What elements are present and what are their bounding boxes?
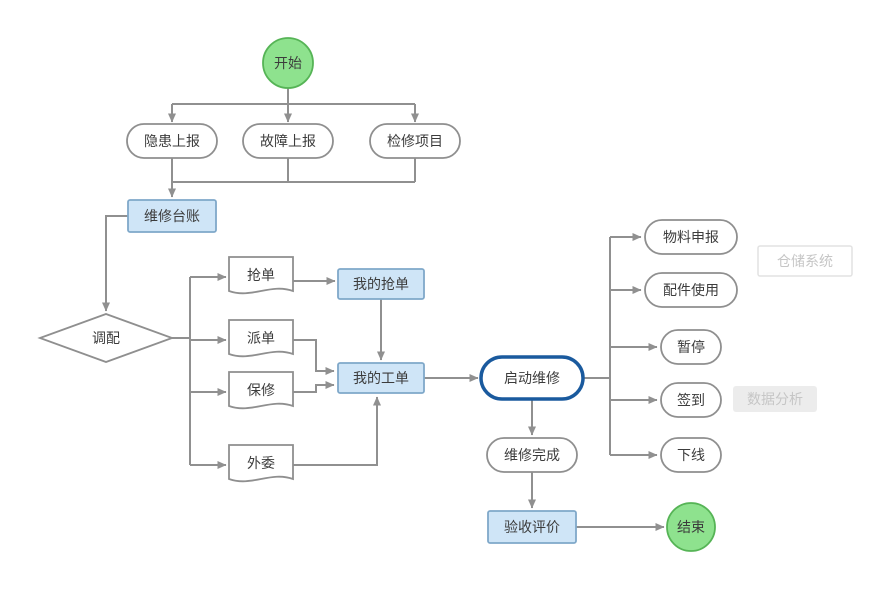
start-circle <box>262 37 314 89</box>
my-work-orders-box <box>337 362 425 394</box>
edge-ledger-to-dispatch <box>102 215 128 312</box>
node-my-grab-orders: 我的抢单 <box>337 268 425 300</box>
node-start-repair: 启动维修 <box>479 355 585 401</box>
start-repair-box <box>479 355 585 401</box>
node-hazard-report: 隐患上报 <box>126 123 218 159</box>
warranty-document <box>228 371 294 410</box>
node-inspection-project: 检修项目 <box>369 123 461 159</box>
node-fault-report-label: 故障上报 <box>260 133 316 149</box>
material-declare-box <box>644 219 738 255</box>
node-offline-label: 下线 <box>677 447 705 463</box>
node-start-label: 开始 <box>274 55 302 71</box>
repair-complete-box <box>486 437 578 473</box>
node-repair-complete-label: 维修完成 <box>504 447 560 463</box>
my-grab-orders-box <box>337 268 425 300</box>
grab-order-document <box>228 256 294 295</box>
sign-in-box <box>660 382 722 418</box>
inspection-project-box <box>369 123 461 159</box>
warehouse-system-box <box>757 245 853 277</box>
node-maintenance-ledger-label: 维修台账 <box>144 208 200 224</box>
node-acceptance-review: 验收评价 <box>487 510 577 544</box>
fault-report-box <box>242 123 334 159</box>
offline-box <box>660 437 722 473</box>
node-assign-order: 派单 <box>228 319 294 358</box>
hazard-report-box <box>126 123 218 159</box>
node-assign-order-label: 派单 <box>247 330 275 346</box>
node-dispatch: 调配 <box>37 313 175 363</box>
node-sign-in: 签到 <box>660 382 722 418</box>
edge-warranty-to-mywork <box>293 381 335 393</box>
parts-usage-box <box>644 272 738 308</box>
end-circle <box>666 502 716 552</box>
node-my-work-orders-label: 我的工单 <box>353 370 409 386</box>
node-pause-label: 暂停 <box>677 339 705 355</box>
edge-dispatch-spine <box>172 277 191 465</box>
outsource-document <box>228 444 294 483</box>
maintenance-ledger-box <box>127 199 217 233</box>
pause-box <box>660 329 722 365</box>
node-start: 开始 <box>262 37 314 89</box>
node-end: 结束 <box>666 502 716 552</box>
node-outsource: 外委 <box>228 444 294 483</box>
node-inspection-project-label: 检修项目 <box>387 133 443 149</box>
data-analysis-label: 数据分析 <box>747 391 803 407</box>
node-material-declare-label: 物料申报 <box>663 229 719 245</box>
acceptance-review-box <box>487 510 577 544</box>
node-end-label: 结束 <box>677 519 705 535</box>
edge-repair-spine <box>583 237 611 455</box>
label-data-analysis: 数据分析 <box>733 386 817 412</box>
node-my-grab-orders-label: 我的抢单 <box>353 276 409 292</box>
warehouse-system-label: 仓储系统 <box>777 253 833 269</box>
node-grab-order-label: 抢单 <box>247 267 275 283</box>
edge-assign-to-mywork <box>293 339 335 375</box>
dispatch-diamond <box>37 313 175 363</box>
edges <box>102 88 665 531</box>
node-pause: 暂停 <box>660 329 722 365</box>
node-parts-usage-label: 配件使用 <box>663 282 719 298</box>
edge-outsource-to-mywork <box>293 396 381 466</box>
node-acceptance-review-label: 验收评价 <box>504 519 560 535</box>
edge-merge-bar <box>171 158 416 183</box>
node-my-work-orders: 我的工单 <box>337 362 425 394</box>
node-grab-order: 抢单 <box>228 256 294 295</box>
data-analysis-box <box>733 386 817 412</box>
node-outsource-label: 外委 <box>247 455 275 471</box>
node-fault-report: 故障上报 <box>242 123 334 159</box>
node-repair-complete: 维修完成 <box>486 437 578 473</box>
node-dispatch-label: 调配 <box>92 330 120 346</box>
node-material-declare: 物料申报 <box>644 219 738 255</box>
node-warranty: 保修 <box>228 371 294 410</box>
node-sign-in-label: 签到 <box>677 392 705 408</box>
node-warranty-label: 保修 <box>247 382 275 398</box>
node-start-repair-label: 启动维修 <box>504 370 560 386</box>
node-parts-usage: 配件使用 <box>644 272 738 308</box>
node-maintenance-ledger: 维修台账 <box>127 199 217 233</box>
node-hazard-report-label: 隐患上报 <box>144 133 200 149</box>
label-warehouse-system: 仓储系统 <box>757 245 853 277</box>
assign-order-document <box>228 319 294 358</box>
node-offline: 下线 <box>660 437 722 473</box>
